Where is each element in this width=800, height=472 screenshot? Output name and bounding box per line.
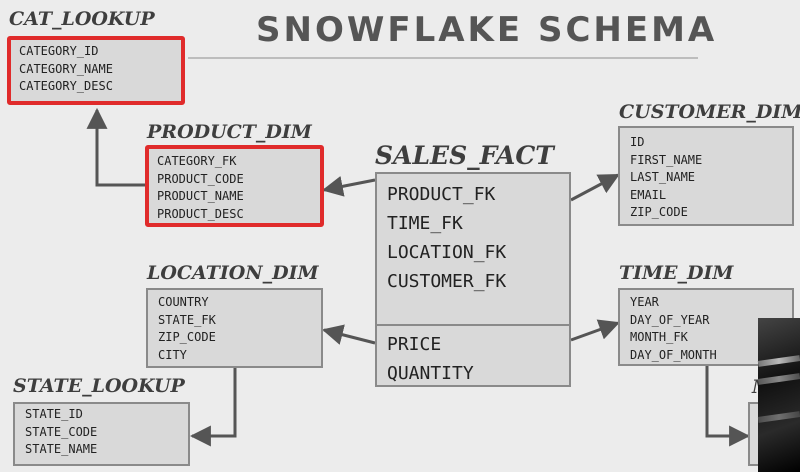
arrow-fact-to-product <box>321 176 376 197</box>
title-underline <box>188 57 698 59</box>
slide-title: SNOWFLAKE SCHEMA <box>256 10 718 50</box>
field: DAY_OF_YEAR <box>630 312 710 327</box>
table-name-location-dim: LOCATION_DIM <box>147 262 319 284</box>
table-name-cat-lookup: CAT_LOOKUP <box>9 8 155 30</box>
video-overlay-image <box>757 318 800 472</box>
table-name-sales-fact: SALES_FACT <box>375 141 554 170</box>
field: STATE_CODE <box>25 424 98 439</box>
field: ID <box>630 135 645 149</box>
arrow-fact-to-customer <box>570 173 620 202</box>
arrow-time-to-partial <box>705 366 751 447</box>
field: PRODUCT_FK <box>387 184 496 205</box>
field: PRODUCT_NAME <box>157 189 244 204</box>
field: COUNTRY <box>158 295 209 309</box>
table-customer-dim: ID FIRST_NAME LAST_NAME EMAIL ZIP_CODE <box>618 126 794 226</box>
field: PRODUCT_DESC <box>157 206 244 221</box>
field: CATEGORY_FK <box>157 154 237 168</box>
arrow-product-to-category <box>86 107 146 187</box>
field: MONTH_FK <box>630 330 688 345</box>
field: CUSTOMER_FK <box>387 271 507 292</box>
field: LAST_NAME <box>630 170 696 185</box>
field: TIME_FK <box>387 213 463 234</box>
field: CATEGORY_DESC <box>19 79 113 94</box>
table-name-state-lookup: STATE_LOOKUP <box>13 375 185 397</box>
field: QUANTITY <box>387 363 474 384</box>
arrow-fact-to-location <box>321 324 376 345</box>
table-name-product-dim: PRODUCT_DIM <box>147 121 312 143</box>
field: STATE_ID <box>25 407 83 421</box>
table-sales-fact: PRODUCT_FK TIME_FK LOCATION_FK CUSTOMER_… <box>375 172 571 387</box>
field: CATEGORY_ID <box>19 44 99 58</box>
field: CITY <box>158 347 187 362</box>
table-location-dim: COUNTRY STATE_FK ZIP_CODE CITY <box>146 288 323 368</box>
field: YEAR <box>630 295 659 309</box>
field: DAY_OF_MONTH <box>630 347 717 362</box>
field: PRICE <box>387 334 442 355</box>
field: CATEGORY_NAME <box>19 61 113 76</box>
fact-divider <box>377 324 569 326</box>
table-name-time-dim: TIME_DIM <box>619 262 734 284</box>
table-name-customer-dim: CUSTOMER_DIM <box>619 101 800 123</box>
field: EMAIL <box>630 187 667 202</box>
table-state-lookup: STATE_ID STATE_CODE STATE_NAME <box>13 402 190 466</box>
field: ZIP_CODE <box>630 205 688 220</box>
field: STATE_NAME <box>25 442 98 457</box>
field: FIRST_NAME <box>630 152 703 167</box>
table-cat-lookup: CATEGORY_ID CATEGORY_NAME CATEGORY_DESC <box>7 36 185 105</box>
field: LOCATION_FK <box>387 242 507 263</box>
field: STATE_FK <box>158 312 216 327</box>
table-product-dim: CATEGORY_FK PRODUCT_CODE PRODUCT_NAME PR… <box>145 145 324 227</box>
field: PRODUCT_CODE <box>157 171 244 186</box>
field: ZIP_CODE <box>158 330 216 345</box>
arrow-location-to-state <box>189 368 237 447</box>
arrow-fact-to-time <box>570 319 620 342</box>
